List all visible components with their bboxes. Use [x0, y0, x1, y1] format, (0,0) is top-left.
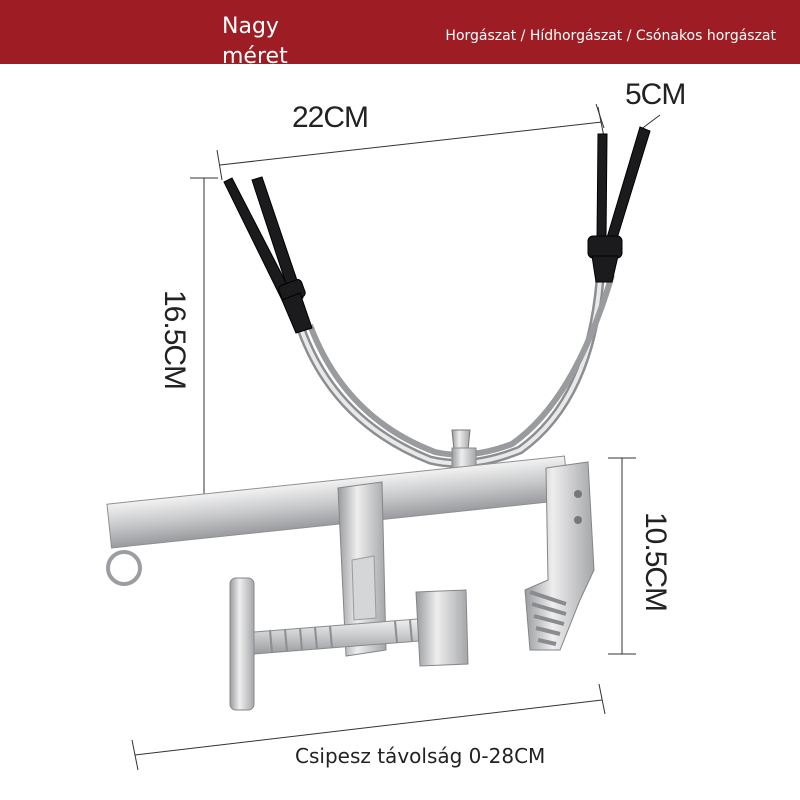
header-banner: Nagy méret Horgászat / Hídhorgászat / Cs… [0, 0, 800, 69]
hanging-ring [106, 550, 142, 586]
fixed-jaw [524, 461, 595, 651]
swivel-pad [415, 589, 469, 667]
banner-title: Nagy méret [222, 14, 288, 69]
clamp-bar [106, 455, 570, 586]
clamp-distance-line [134, 699, 603, 756]
sliding-jaw [337, 481, 387, 657]
width-label: 22CM [292, 101, 368, 134]
rod-gap-label: 5CM [625, 78, 685, 111]
clamp-height-label: 10.5CM [639, 512, 672, 611]
rod-tips [223, 126, 651, 334]
dimension-lines [131, 103, 661, 771]
clamp-distance-caption: Csipesz távolság 0-28CM [295, 744, 546, 768]
width-dimension-line [219, 121, 603, 166]
gap-tick-right [639, 114, 661, 131]
gap-tick-left [595, 103, 605, 129]
banner-categories: Horgászat / Hídhorgászat / Csónakos horg… [445, 28, 776, 44]
height-label: 16.5CM [158, 290, 191, 389]
t-handle-screw [229, 577, 469, 711]
